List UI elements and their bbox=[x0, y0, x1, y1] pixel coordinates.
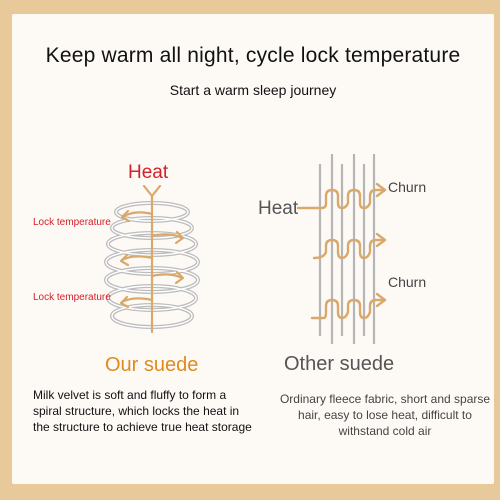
headline: Keep warm all night, cycle lock temperat… bbox=[45, 44, 461, 67]
other-suede-description: Ordinary fleece fabric, short and sparse… bbox=[279, 392, 491, 438]
spiral-fiber-illustration bbox=[104, 184, 200, 334]
subheadline: Start a warm sleep journey bbox=[169, 82, 337, 98]
our-suede-description: Milk velvet is soft and fluffy to form a… bbox=[33, 388, 252, 434]
heat-label-left: Heat bbox=[128, 162, 169, 183]
heat-escape-arrows bbox=[296, 182, 387, 320]
straight-fiber-illustration bbox=[296, 154, 387, 344]
our-suede-caption: Our suede bbox=[105, 354, 199, 376]
heat-flow-arrows bbox=[119, 184, 185, 334]
heat-label-right: Heat bbox=[258, 198, 299, 219]
churn-label: Churn bbox=[388, 274, 427, 290]
churn-label: Churn bbox=[388, 179, 427, 195]
other-suede-caption: Other suede bbox=[284, 353, 395, 375]
lock-temperature-label: Lock temperature bbox=[33, 217, 111, 228]
lock-temperature-label: Lock temperature bbox=[33, 292, 111, 303]
illustration-canvas bbox=[104, 154, 387, 344]
content-panel: Keep warm all night, cycle lock temperat… bbox=[12, 14, 494, 484]
